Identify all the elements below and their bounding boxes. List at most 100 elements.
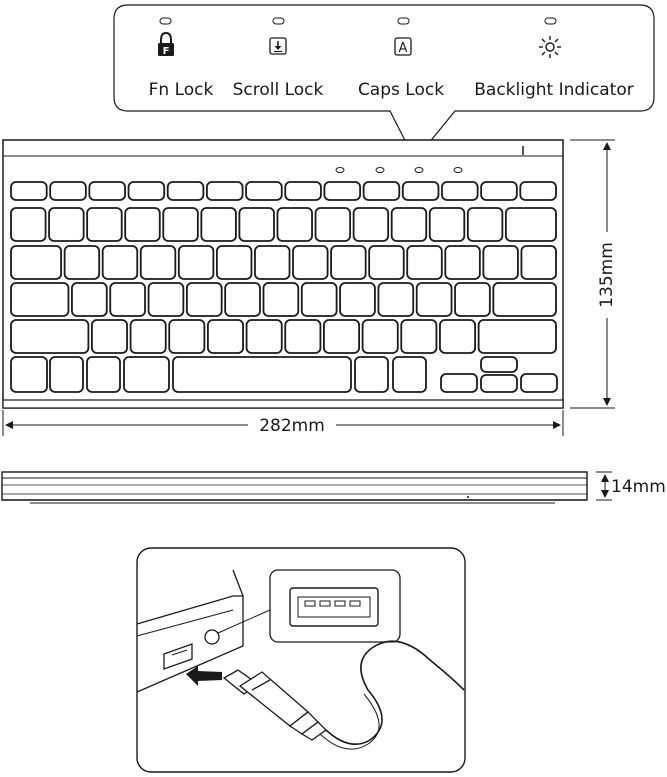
usb-cable: [325, 640, 465, 746]
key: [480, 374, 518, 393]
key: [49, 356, 84, 393]
key: [215, 245, 253, 280]
key: [185, 282, 223, 317]
backlight-led: [544, 17, 557, 25]
key: [48, 207, 85, 242]
key: [129, 319, 167, 354]
key: [292, 245, 329, 280]
keyboard-side-view: [1, 471, 588, 504]
key: [147, 282, 185, 317]
key: [101, 245, 139, 280]
key: [63, 245, 101, 280]
key: [127, 181, 166, 201]
backlight-icon: [539, 36, 561, 58]
key: [262, 282, 300, 317]
key: [466, 207, 504, 242]
key: [205, 181, 244, 201]
key: [482, 245, 519, 280]
indicator-callout: [113, 4, 655, 162]
width-dimension: [2, 410, 564, 436]
key: [177, 245, 215, 280]
key: [330, 245, 367, 280]
height-dimension: [596, 471, 612, 501]
key: [88, 181, 126, 201]
key: [406, 245, 443, 280]
key: [109, 282, 146, 317]
key: [314, 207, 352, 242]
caps-lock-icon: A: [394, 37, 412, 56]
key: [254, 245, 291, 280]
backlight-indicator-label: Backlight Indicator: [474, 80, 633, 100]
key: [323, 181, 362, 201]
key: [300, 282, 338, 317]
key: [339, 282, 376, 317]
key: [504, 207, 557, 242]
key: [401, 181, 440, 201]
key: [392, 356, 427, 393]
key: [284, 181, 322, 201]
key: [519, 181, 557, 201]
key: [440, 373, 478, 393]
fn-lock-led: [159, 17, 172, 25]
key: [352, 207, 390, 242]
height-label: 14mm: [611, 477, 666, 497]
key: [480, 356, 518, 373]
key: [166, 181, 205, 201]
insert-arrow-icon: [186, 666, 222, 686]
key: [362, 181, 401, 201]
key: [124, 207, 161, 242]
usb-connection-illustration: [136, 547, 466, 773]
key: [49, 181, 87, 201]
key: [71, 282, 108, 317]
key: [200, 207, 237, 242]
key: [368, 245, 405, 280]
key: [238, 207, 275, 242]
key: [454, 282, 491, 317]
key: [10, 181, 48, 201]
key: [276, 207, 313, 242]
key: [10, 245, 63, 280]
key: [480, 181, 518, 201]
svg-text:A: A: [399, 41, 408, 56]
key-grid: [10, 181, 558, 393]
key: [284, 319, 322, 354]
key: [444, 245, 481, 280]
key: [86, 207, 123, 242]
key: [162, 207, 199, 242]
fn-lock-label: Fn Lock: [149, 80, 214, 100]
key: [441, 181, 479, 201]
key: [245, 181, 283, 201]
key: [377, 282, 415, 317]
key: [245, 319, 283, 354]
key: [390, 207, 428, 242]
key: [439, 319, 477, 354]
key: [10, 319, 90, 354]
width-label: 282mm: [259, 416, 325, 436]
key: [428, 207, 466, 242]
depth-dimension: [570, 139, 615, 409]
fn-lock-icon: F: [158, 31, 174, 57]
caps-lock-led: [397, 17, 410, 25]
scroll-lock-label: Scroll Lock: [233, 80, 324, 100]
caps-lock-label: Caps Lock: [358, 80, 444, 100]
key: [10, 356, 48, 393]
key: [172, 356, 352, 393]
scroll-lock-icon: [269, 37, 287, 55]
key: [10, 282, 70, 317]
key: [400, 319, 438, 354]
key: [361, 319, 399, 354]
key: [224, 282, 261, 317]
key: [168, 319, 206, 354]
key: [207, 319, 244, 354]
key: [415, 282, 453, 317]
key: [323, 319, 360, 354]
key: [10, 207, 47, 242]
key: [354, 356, 389, 393]
key: [520, 373, 558, 393]
key: [123, 356, 170, 393]
depth-label: 135mm: [597, 242, 617, 308]
key: [520, 245, 557, 280]
key: [492, 282, 557, 317]
key: [90, 319, 128, 354]
